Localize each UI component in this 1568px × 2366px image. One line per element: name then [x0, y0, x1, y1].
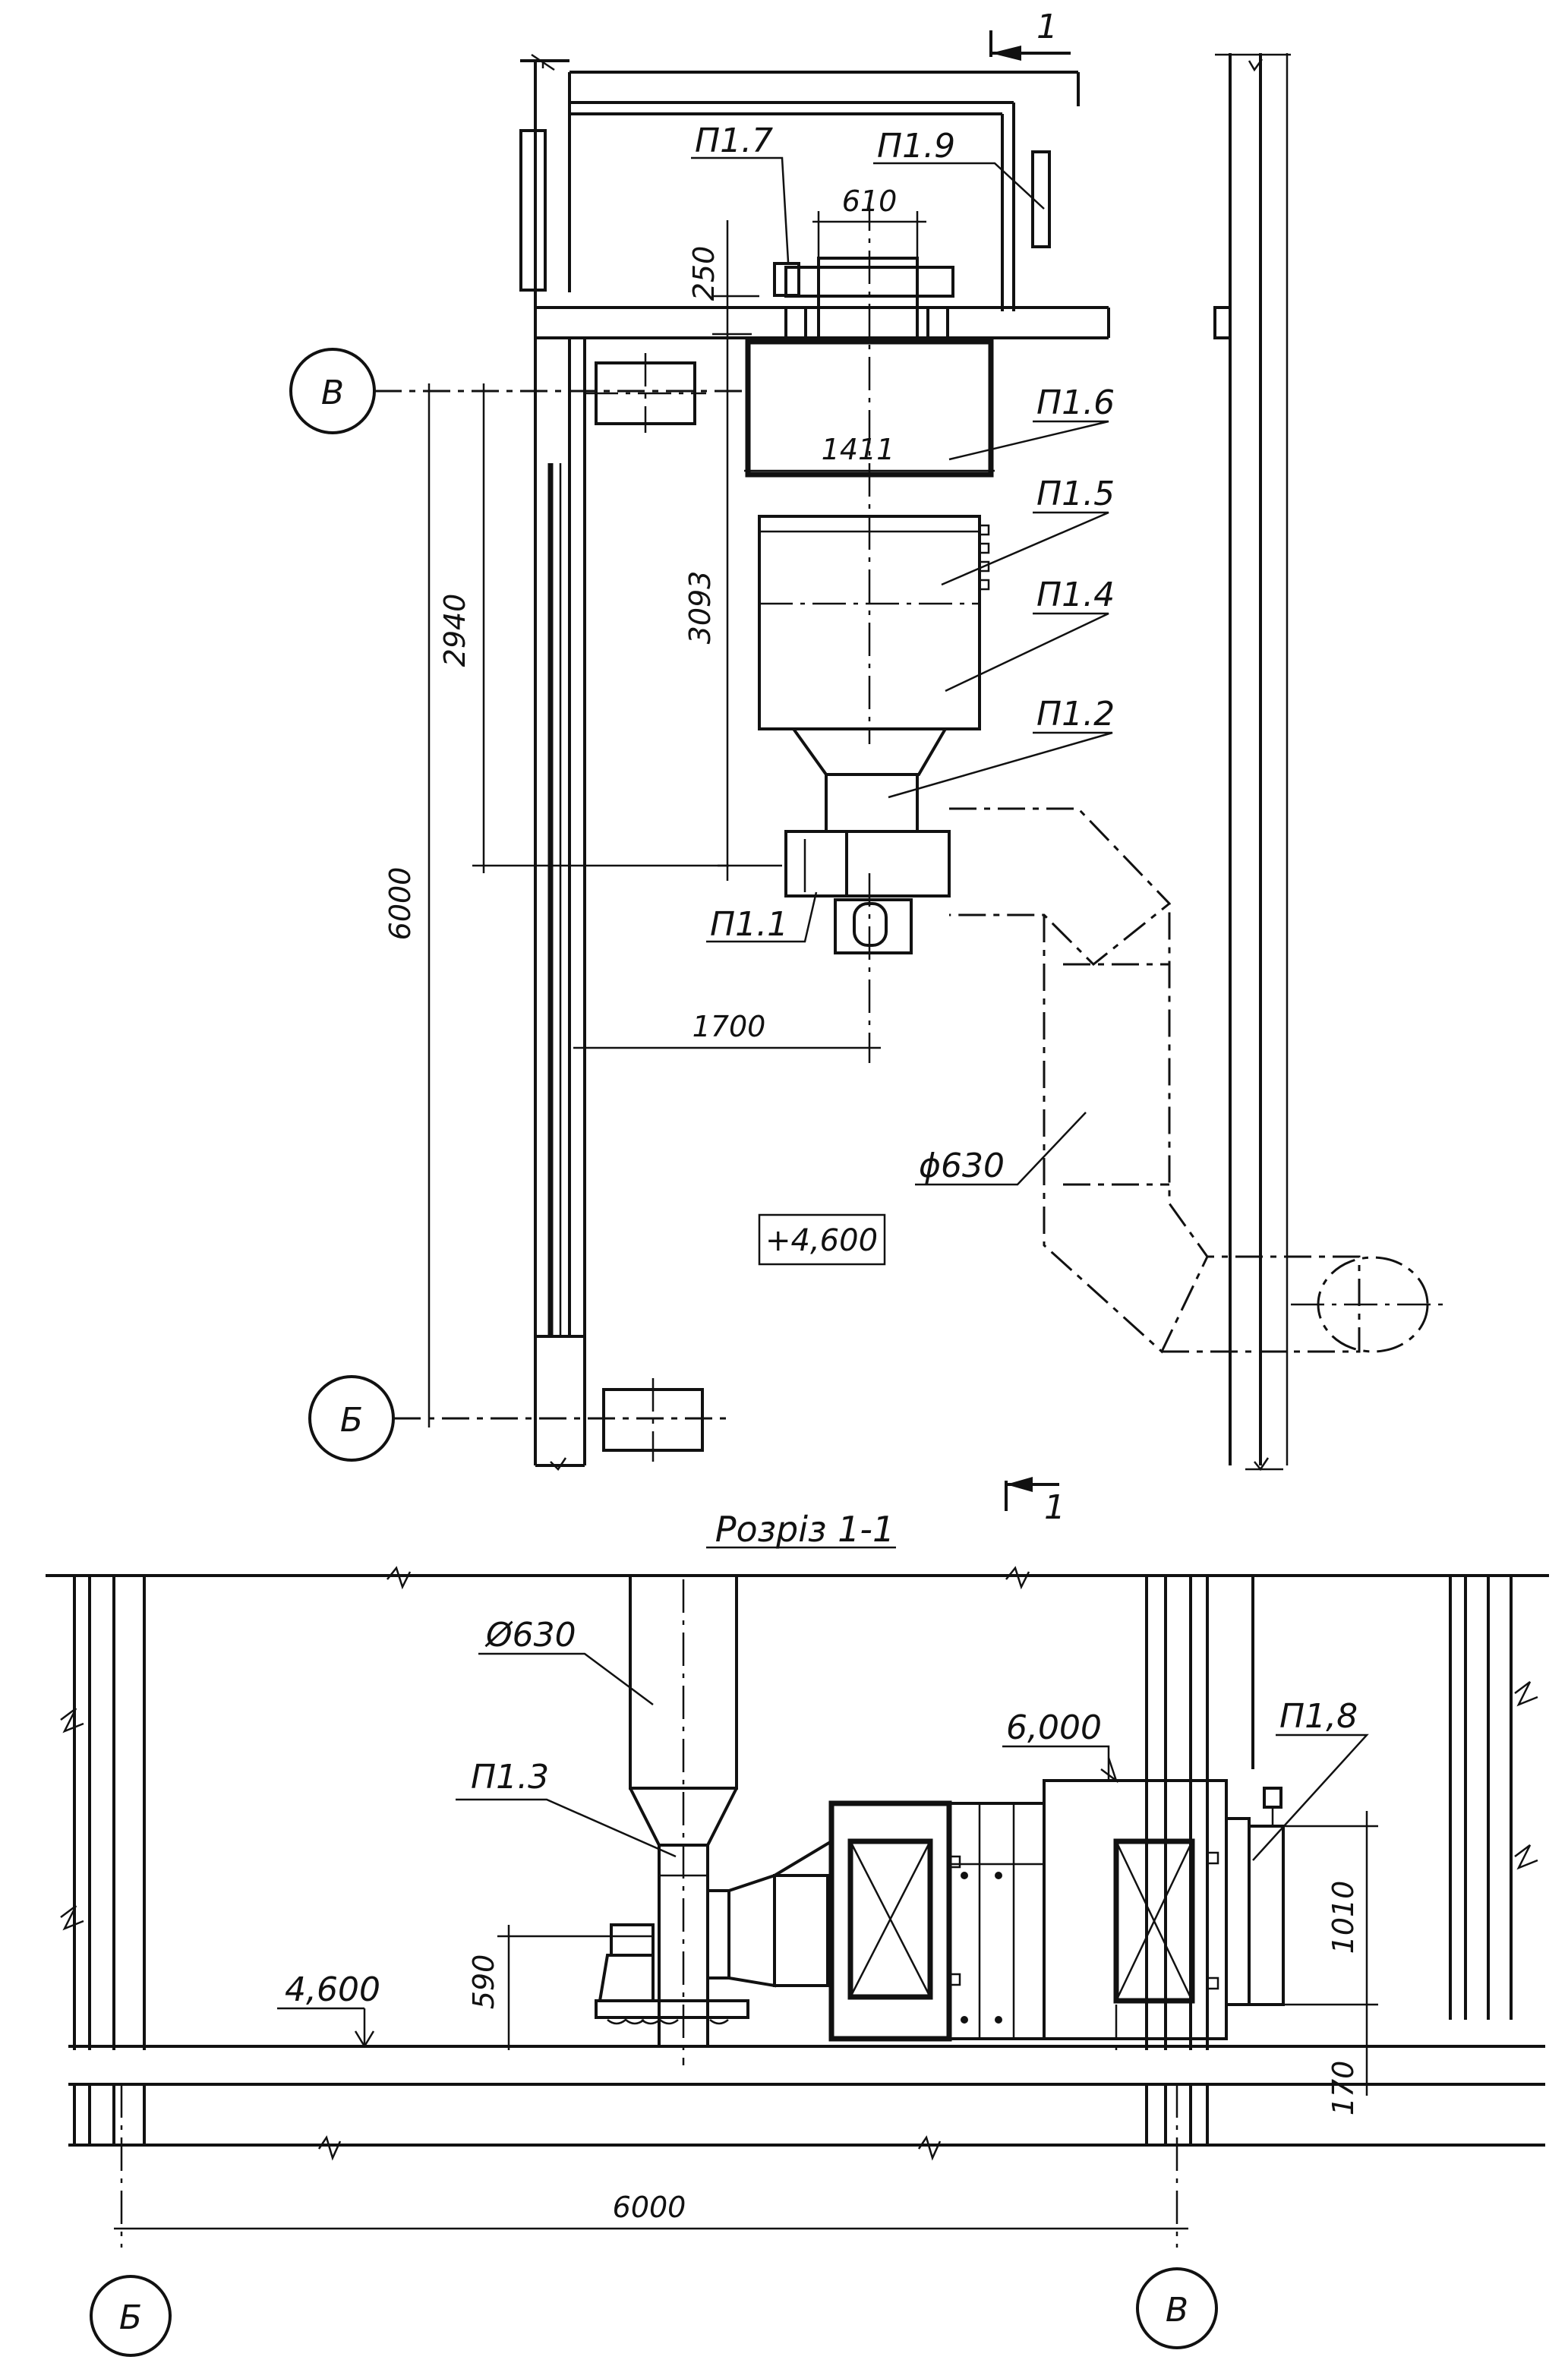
axis-label-b-plan: Б [340, 1401, 363, 1440]
section-leaders [456, 1652, 1369, 1861]
label-p1-7: П1.7 [695, 121, 773, 160]
plan-dim-2940: 2940 [438, 383, 729, 873]
dim-610: 610 [842, 185, 898, 218]
section-view: Розріз 1-1 [46, 1509, 1549, 2357]
plan-dim-610: 610 [812, 185, 926, 262]
elevation-plan: +4,600 [765, 1223, 878, 1258]
section-duct [629, 1574, 738, 2065]
section-title: Розріз 1-1 [715, 1509, 895, 1550]
section-motor [595, 1838, 833, 2025]
dim-6000-plan: 6000 [383, 867, 417, 941]
dim-590-group: 590 [467, 1925, 653, 2050]
section-mark-bottom: 1 [1005, 1477, 1065, 1527]
section-mark-top-label: 1 [1036, 8, 1058, 46]
dim-6000-section: 6000 [613, 2191, 686, 2224]
plan-dim-3093: 3093 [683, 345, 782, 881]
axis-bubble-v-plan: В [289, 348, 744, 434]
label-duct-diameter-plan: ϕ630 [919, 1147, 1005, 1185]
axis-bubble-b-section: Б [90, 2275, 172, 2357]
dim-2940: 2940 [438, 594, 472, 667]
axis-bubble-b-plan: Б [308, 1375, 729, 1462]
label-p1-1: П1.1 [710, 905, 788, 944]
axis-bubble-v-section: В [1136, 2267, 1218, 2349]
section-ahu [828, 1779, 1285, 2058]
axis-label-b-section: Б [119, 2298, 142, 2337]
elevation-box [758, 1213, 886, 1266]
axis-label-v-section: В [1166, 2291, 1188, 2330]
label-p1-5: П1.5 [1036, 475, 1115, 513]
label-p1-6: П1.6 [1036, 383, 1115, 422]
label-p1-2: П1.2 [1036, 695, 1115, 733]
label-p1-8: П1,8 [1279, 1697, 1358, 1736]
dim-250: 250 [687, 246, 721, 301]
plan-dim-1411: 1411 [744, 433, 995, 472]
dim-1700: 1700 [693, 1010, 766, 1043]
plan-walls [519, 53, 1291, 1472]
plan-leaders [691, 156, 1113, 1186]
dim-1411: 1411 [822, 433, 895, 466]
label-p1-4: П1.4 [1036, 576, 1115, 614]
dim-1010-group: 1010 170 [1283, 1811, 1378, 2115]
floor-elevation-mark: 4,600 [277, 1970, 380, 2049]
label-duct-diameter-section: Ø630 [484, 1616, 576, 1655]
plan-dim-250: 250 [687, 220, 759, 345]
section-mark-bottom-label: 1 [1044, 1488, 1065, 1527]
plan-dim-6000: 6000 [383, 383, 431, 1427]
plan-duct [949, 807, 1450, 1354]
dim-590: 590 [467, 1954, 500, 2010]
section-mark-top: 1 [989, 8, 1071, 61]
dim-6000-section-group: 6000 [114, 2084, 1188, 2248]
plan-view: 1 В Б [289, 8, 1450, 1527]
dim-3093: 3093 [683, 571, 717, 645]
label-p1-9: П1.9 [877, 127, 955, 166]
dim-170: 170 [1327, 2061, 1360, 2116]
elevation-floor: 4,600 [285, 1970, 380, 2009]
elevation-top: 6,000 [1006, 1708, 1102, 1747]
plan-dim-1700: 1700 [573, 1010, 881, 1049]
label-p1-3: П1.3 [471, 1758, 549, 1797]
axis-label-v-plan: В [321, 374, 344, 412]
dim-1010: 1010 [1327, 1881, 1360, 1954]
plan-unit [745, 197, 994, 1063]
